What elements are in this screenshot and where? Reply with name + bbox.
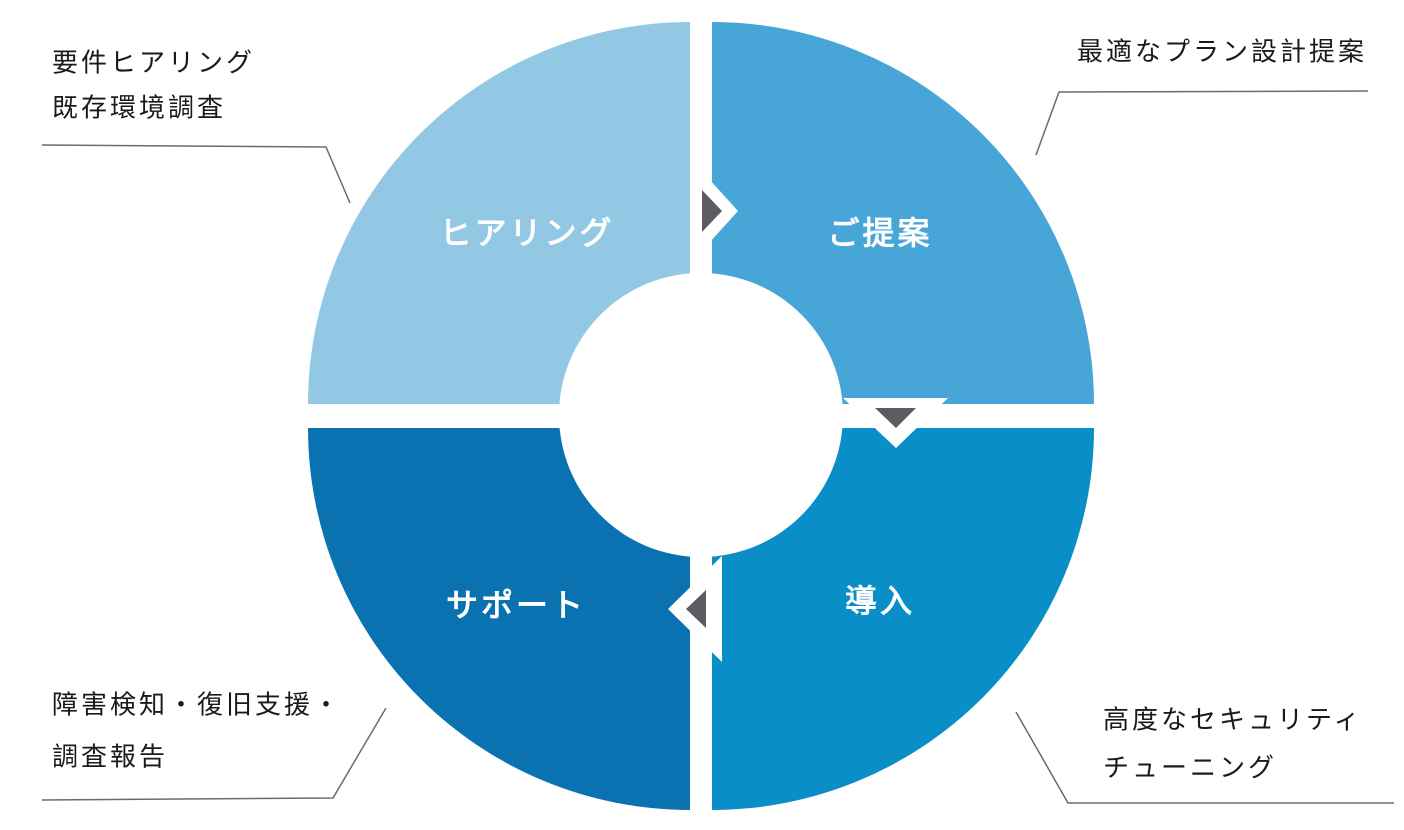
note-introduction-line2: チューニング bbox=[1103, 754, 1277, 784]
segment-support bbox=[308, 428, 690, 810]
segment-introduction bbox=[712, 428, 1094, 810]
note-support-line2: 調査報告 bbox=[52, 743, 168, 773]
leader-line-introduction bbox=[1015, 711, 1394, 804]
segment-label-support: サポート bbox=[446, 586, 586, 624]
flow-arrow-left bbox=[668, 556, 722, 662]
leader-line-hearing bbox=[41, 144, 351, 204]
leader-line-proposal bbox=[1035, 90, 1369, 156]
segment-hearing bbox=[308, 22, 690, 404]
flow-arrow-right bbox=[690, 158, 738, 264]
center-hole bbox=[559, 273, 843, 557]
leader-line-support bbox=[41, 707, 387, 801]
note-hearing-line1: 要件ヒアリング bbox=[52, 49, 255, 79]
segment-proposal bbox=[712, 22, 1094, 404]
note-proposal-line1: 最適なプラン設計提案 bbox=[1077, 38, 1367, 68]
segment-label-hearing: ヒアリング bbox=[439, 214, 614, 252]
note-introduction-line1: 高度なセキュリティ bbox=[1103, 706, 1362, 736]
segment-label-introduction: 導入 bbox=[845, 582, 915, 620]
flow-arrow-down bbox=[843, 398, 948, 448]
note-support-line1: 障害検知・復旧支援・ bbox=[52, 691, 342, 721]
segment-label-proposal: ご提案 bbox=[827, 214, 932, 252]
note-hearing-line2: 既存環境調査 bbox=[52, 94, 226, 124]
